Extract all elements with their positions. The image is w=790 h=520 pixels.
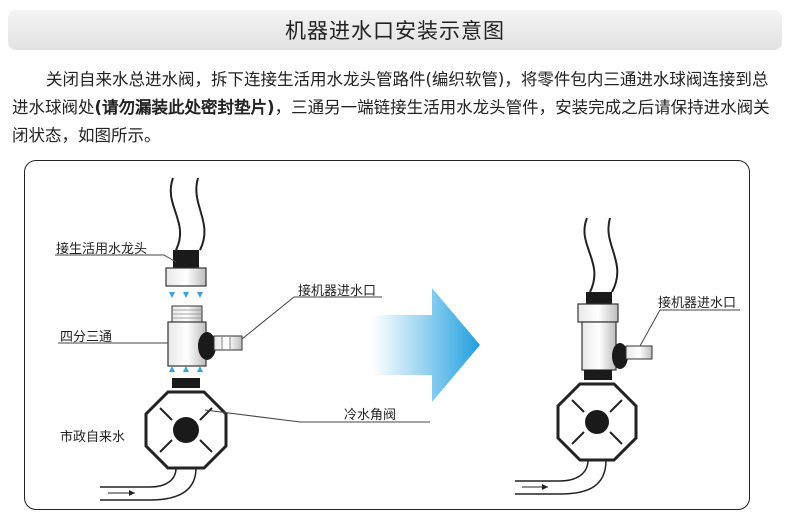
title-bar: 机器进水口安装示意图 — [8, 10, 782, 50]
left-hose-collar — [173, 250, 199, 268]
left-hose-nut — [165, 267, 207, 287]
flow-arrows-down — [169, 292, 203, 298]
right-hose-collar — [586, 292, 612, 304]
right-angle-valve-center — [585, 410, 609, 434]
right-tee-body — [581, 321, 617, 371]
flow-arrows-up — [169, 366, 203, 372]
label-machine-inlet-right: 接机器进水口 — [658, 296, 737, 311]
intro-text-2: ，三通另一端链接生活用水龙头管件，安装完成之后请保持进水阀关闭状态，如图所示。 — [12, 98, 770, 145]
right-tee-valve-handle — [612, 343, 628, 369]
right-tee-side-outlet — [625, 345, 653, 360]
left-assembly — [100, 177, 243, 501]
intro-warning: (请勿漏装此处密封垫片) — [94, 98, 275, 117]
intro-text-1: 关闭自来水总进水阀，拆下连接生活用水龙头管路件(编织软管)，将零件包内三通进水球… — [12, 70, 769, 117]
label-municipal-water: 市政自来水 — [60, 430, 126, 445]
label-machine-inlet-left: 接机器进水口 — [298, 284, 377, 299]
transition-arrow — [372, 288, 480, 402]
label-faucet-connection: 接生活用水龙头 — [56, 242, 148, 257]
tee-valve-handle — [198, 332, 216, 360]
right-gasket — [584, 370, 612, 380]
right-supply-pipe — [515, 459, 607, 495]
label-tee-fitting: 四分三通 — [60, 330, 113, 345]
right-leader-lines — [639, 309, 740, 347]
right-hose — [583, 217, 619, 293]
page-title: 机器进水口安装示意图 — [285, 19, 505, 43]
left-leader-lines — [55, 254, 430, 423]
intro-paragraph: 关闭自来水总进水阀，拆下连接生活用水龙头管路件(编织软管)，将零件包内三通进水球… — [12, 66, 780, 150]
label-cold-water-valve: 冷水角阀 — [344, 408, 397, 423]
tee-side-outlet — [213, 335, 243, 351]
left-hose — [169, 177, 206, 251]
left-supply-pipe — [100, 467, 197, 501]
diagram-panel — [24, 160, 750, 510]
right-hose-nut — [577, 303, 619, 323]
angle-valve-center — [173, 417, 199, 443]
sealing-gasket — [172, 378, 200, 388]
right-assembly — [515, 217, 653, 495]
